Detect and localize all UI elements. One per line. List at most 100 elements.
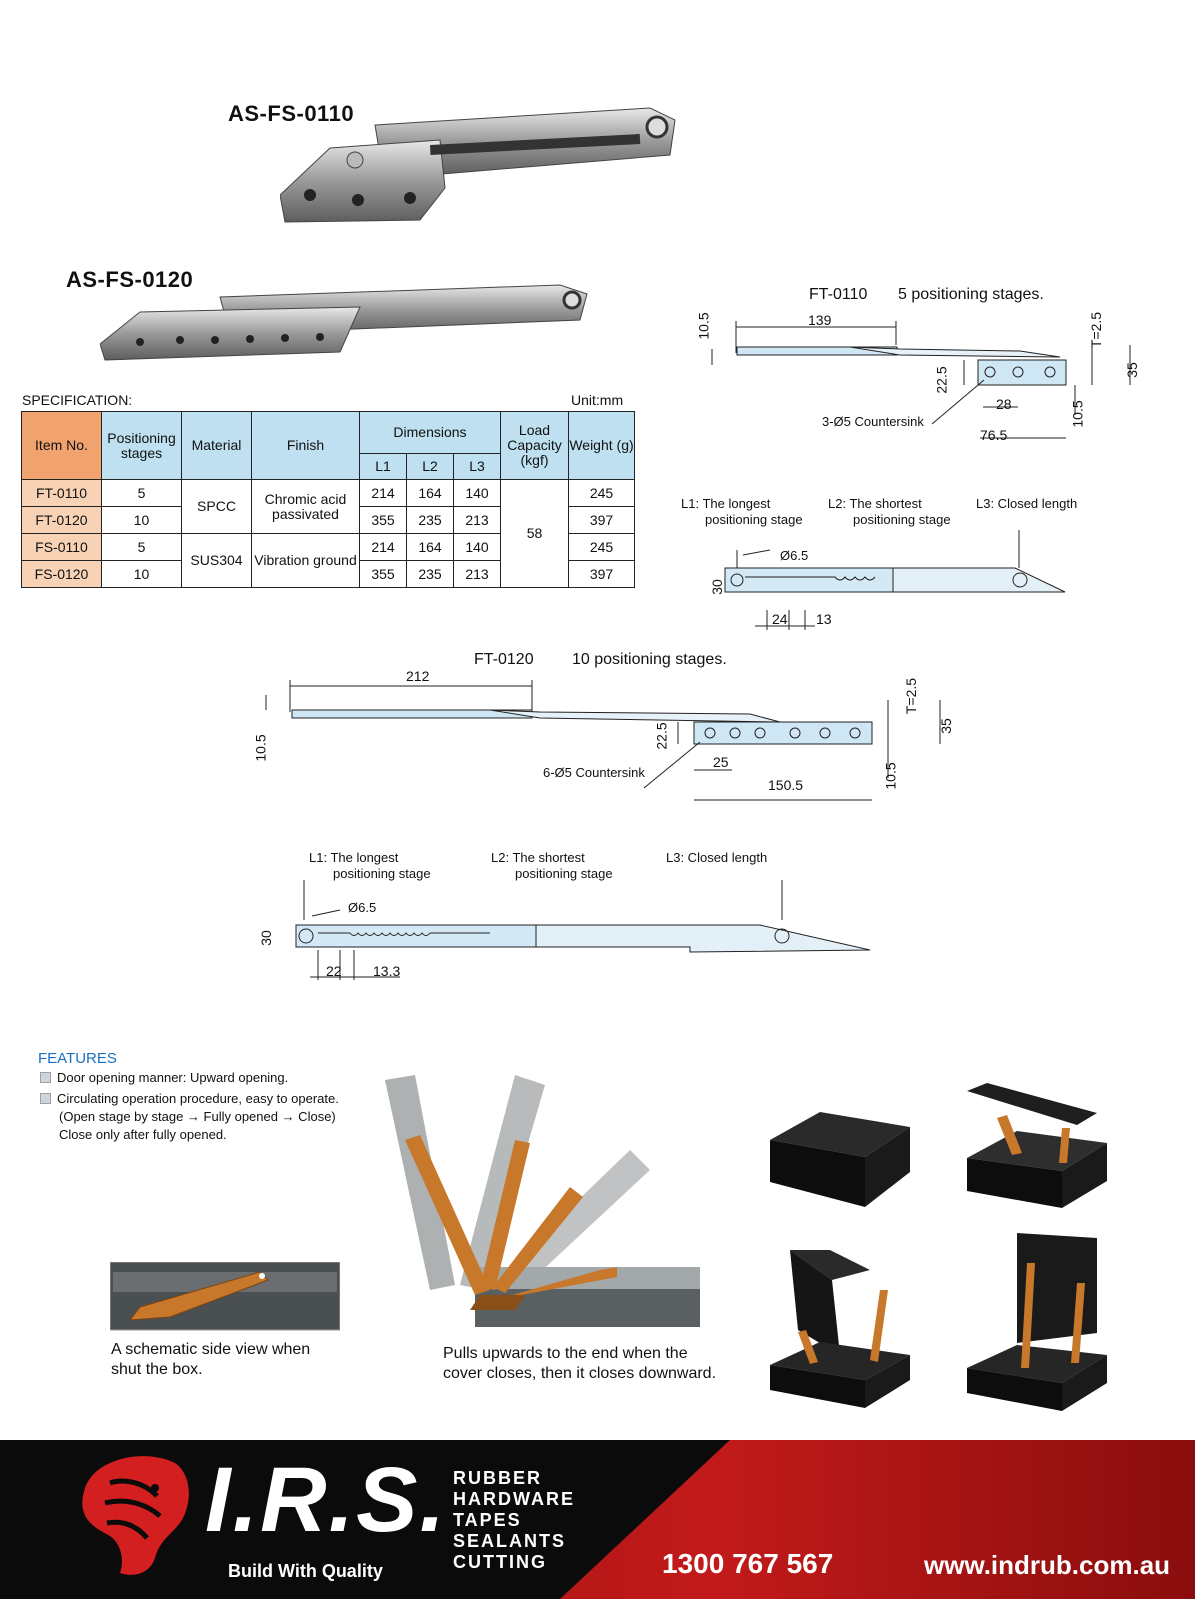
legend1-13: 13 <box>816 611 832 627</box>
caption-2a: Pulls upwards to the end when the <box>443 1345 688 1362</box>
category-item: TAPES <box>453 1510 522 1530</box>
legend2-30: 30 <box>257 930 274 946</box>
category-item: HARDWARE <box>453 1489 575 1509</box>
drawing2-side-view <box>265 680 941 801</box>
stay-photo-0120 <box>100 284 588 361</box>
legend2-dia: Ø6.5 <box>348 900 377 915</box>
th-weight: Weight (g) <box>568 411 635 480</box>
drawing2-title: FT-0120 <box>474 651 534 668</box>
cell-item: FS-0110 <box>21 533 102 561</box>
cell-l2: 164 <box>406 533 454 561</box>
stay-photo-0110 <box>280 107 676 223</box>
d1-76-5: 76.5 <box>980 427 1008 443</box>
d1-139: 139 <box>808 312 832 328</box>
website-link[interactable]: www.indrub.com.au <box>924 1550 1171 1580</box>
d2-150-5: 150.5 <box>768 777 804 793</box>
feature-item-2b: (Open stage by stage → Fully opened → Cl… <box>59 1109 336 1124</box>
d1-10-5a: 10.5 <box>695 312 712 340</box>
product-title-0120: AS-FS-0120 <box>66 267 194 292</box>
feature-bullet-icon <box>40 1072 51 1083</box>
footer: I.R.S. Build With Quality RUBBER HARDWAR… <box>0 1440 1195 1599</box>
category-item: CUTTING <box>453 1552 547 1572</box>
cell-l1: 214 <box>359 479 407 507</box>
brand-name: I.R.S. <box>205 1449 448 1551</box>
lion-logo-icon <box>82 1456 189 1575</box>
d2-holes: 6-Ø5 Countersink <box>543 765 645 780</box>
d2-35: 35 <box>937 718 954 734</box>
d2-10-5b: 10.5 <box>882 762 899 790</box>
spec-table: Item No. Positioning stages Material Fin… <box>21 411 635 588</box>
cell-stages: 10 <box>101 560 182 588</box>
th-load: Load Capacity (kgf) <box>500 411 569 480</box>
cell-material: SPCC <box>181 479 252 534</box>
cell-load: 58 <box>500 479 569 588</box>
legend1-30: 30 <box>708 579 725 595</box>
legend2-l1b: positioning stage <box>333 866 431 881</box>
legend1-l2: L2: The shortest <box>828 496 922 511</box>
cell-item: FT-0110 <box>21 479 102 507</box>
drawing2-stages: 10 positioning stages. <box>572 651 727 668</box>
th-material: Material <box>181 411 252 480</box>
cell-l3: 213 <box>453 560 501 588</box>
th-dimensions: Dimensions <box>359 411 501 454</box>
cell-finish: Chromic acid passivated <box>251 479 360 534</box>
feature-item-2: Circulating operation procedure, easy to… <box>40 1090 339 1108</box>
box-opening-illustration <box>967 1083 1107 1208</box>
th-finish: Finish <box>251 411 360 480</box>
drawing1-side-view <box>711 321 1131 439</box>
features-title: FEATURES <box>38 1050 117 1067</box>
d1-22-5: 22.5 <box>933 366 950 394</box>
caption-1b: shut the box. <box>111 1361 203 1378</box>
feature-bullet-icon <box>40 1093 51 1104</box>
d1-35: 35 <box>1123 362 1140 378</box>
cell-l2: 235 <box>406 506 454 534</box>
cell-weight: 245 <box>568 479 635 507</box>
drawing1-title: FT-0110 <box>809 286 868 303</box>
cell-stages: 5 <box>101 533 182 561</box>
legend2-l2b: positioning stage <box>515 866 613 881</box>
th-stages: Positioning stages <box>101 411 182 480</box>
product-title-0110: AS-FS-0110 <box>228 101 355 126</box>
legend2-l3: L3: Closed length <box>666 850 768 865</box>
legend1-l1: L1: The longest <box>681 496 771 511</box>
legend1-24: 24 <box>772 611 788 627</box>
legend2-22: 22 <box>326 963 342 979</box>
caption-1a: A schematic side view when <box>111 1341 311 1358</box>
opening-sequence-illustration <box>385 1075 700 1327</box>
cell-weight: 397 <box>568 560 635 588</box>
category-item: SEALANTS <box>453 1531 567 1551</box>
drawing1-stages: 5 positioning stages. <box>898 286 1044 303</box>
cell-l1: 214 <box>359 533 407 561</box>
d1-holes: 3-Ø5 Countersink <box>822 414 924 429</box>
cell-l3: 213 <box>453 506 501 534</box>
d1-10-5b: 10.5 <box>1069 400 1086 428</box>
feature-item-2c: Close only after fully opened. <box>59 1127 227 1142</box>
feature-text: Door opening manner: Upward opening. <box>57 1070 289 1085</box>
cell-l1: 355 <box>359 506 407 534</box>
d2-10-5a: 10.5 <box>252 734 269 762</box>
drawing1-top-view <box>724 530 1066 630</box>
cell-item: FS-0120 <box>21 560 102 588</box>
legend2-l2: L2: The shortest <box>491 850 585 865</box>
cell-item: FT-0120 <box>21 506 102 534</box>
d2-212: 212 <box>406 668 430 684</box>
th-item: Item No. <box>21 411 102 480</box>
drawing2-top-view <box>295 880 871 980</box>
box-closed-illustration <box>770 1112 910 1207</box>
legend1-dia: Ø6.5 <box>780 548 809 563</box>
cell-l2: 164 <box>406 479 454 507</box>
cell-l1: 355 <box>359 560 407 588</box>
d1-28: 28 <box>996 396 1012 412</box>
th-l3: L3 <box>453 453 501 480</box>
schematic-closed-illustration <box>110 1262 340 1331</box>
d2-25: 25 <box>713 754 729 770</box>
phone-number[interactable]: 1300 767 567 <box>662 1548 834 1579</box>
spec-unit: Unit:mm <box>571 392 624 408</box>
cell-l3: 140 <box>453 533 501 561</box>
cell-l3: 140 <box>453 479 501 507</box>
d2-22-5: 22.5 <box>653 722 670 750</box>
legend2-13-3: 13.3 <box>373 963 401 979</box>
feature-item-1: Door opening manner: Upward opening. <box>40 1069 288 1087</box>
brand-tagline: Build With Quality <box>228 1561 383 1581</box>
d1-t: T=2.5 <box>1088 311 1105 349</box>
